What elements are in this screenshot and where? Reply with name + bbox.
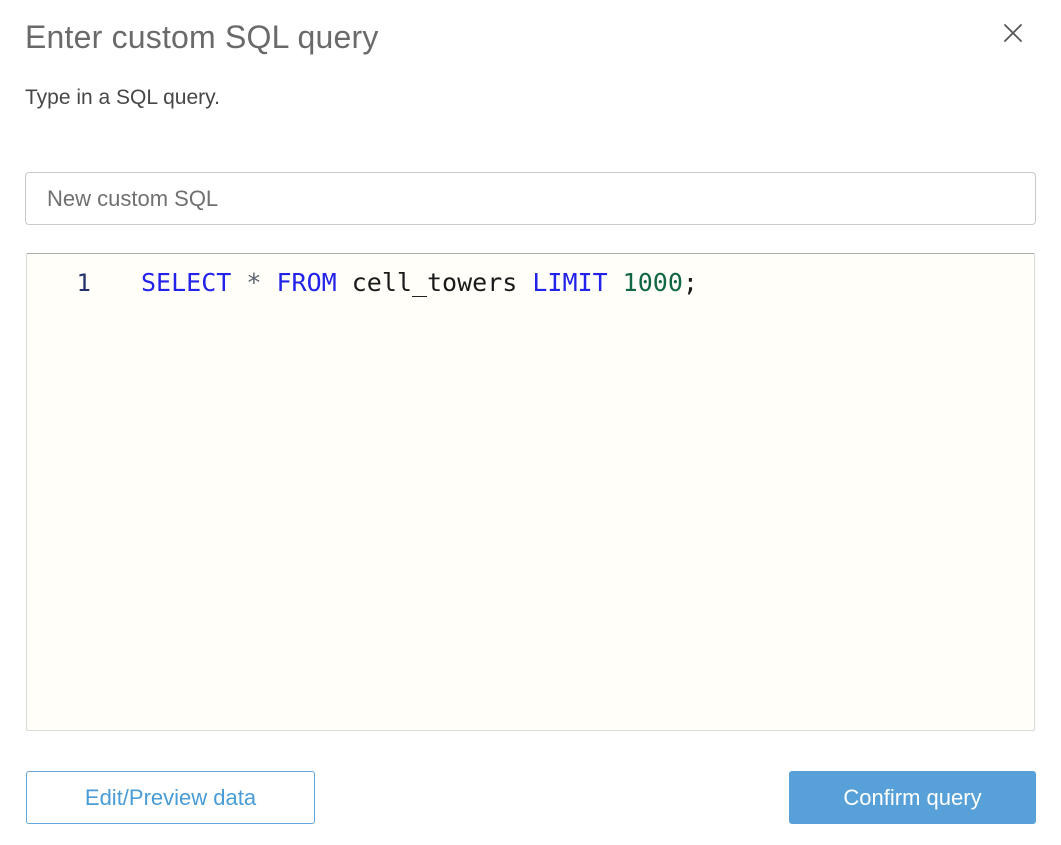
sql-token-keyword: SELECT — [141, 268, 232, 297]
sql-query-text: SELECT * FROM cell_towers LIMIT 1000; — [141, 267, 698, 299]
dialog-title: Enter custom SQL query — [25, 19, 379, 55]
close-icon — [1002, 22, 1024, 44]
line-number: 1 — [76, 269, 91, 297]
dialog-subtitle: Type in a SQL query. — [25, 86, 220, 109]
sql-token-number: 1000 — [622, 268, 683, 297]
sql-token-table-name: cell_towers — [351, 268, 518, 297]
edit-preview-data-button[interactable]: Edit/Preview data — [26, 771, 315, 824]
sql-token-semicolon: ; — [682, 268, 698, 297]
sql-code-editor[interactable]: 1 SELECT * FROM cell_towers LIMIT 1000; — [26, 253, 1035, 731]
custom-sql-name-input[interactable] — [25, 172, 1036, 225]
sql-token-keyword: LIMIT — [532, 268, 608, 297]
code-line: 1 SELECT * FROM cell_towers LIMIT 1000; — [27, 254, 1034, 299]
close-button[interactable] — [998, 18, 1028, 48]
sql-token-keyword: FROM — [276, 268, 337, 297]
confirm-query-button[interactable]: Confirm query — [789, 771, 1036, 824]
sql-token-operator: * — [246, 268, 262, 297]
